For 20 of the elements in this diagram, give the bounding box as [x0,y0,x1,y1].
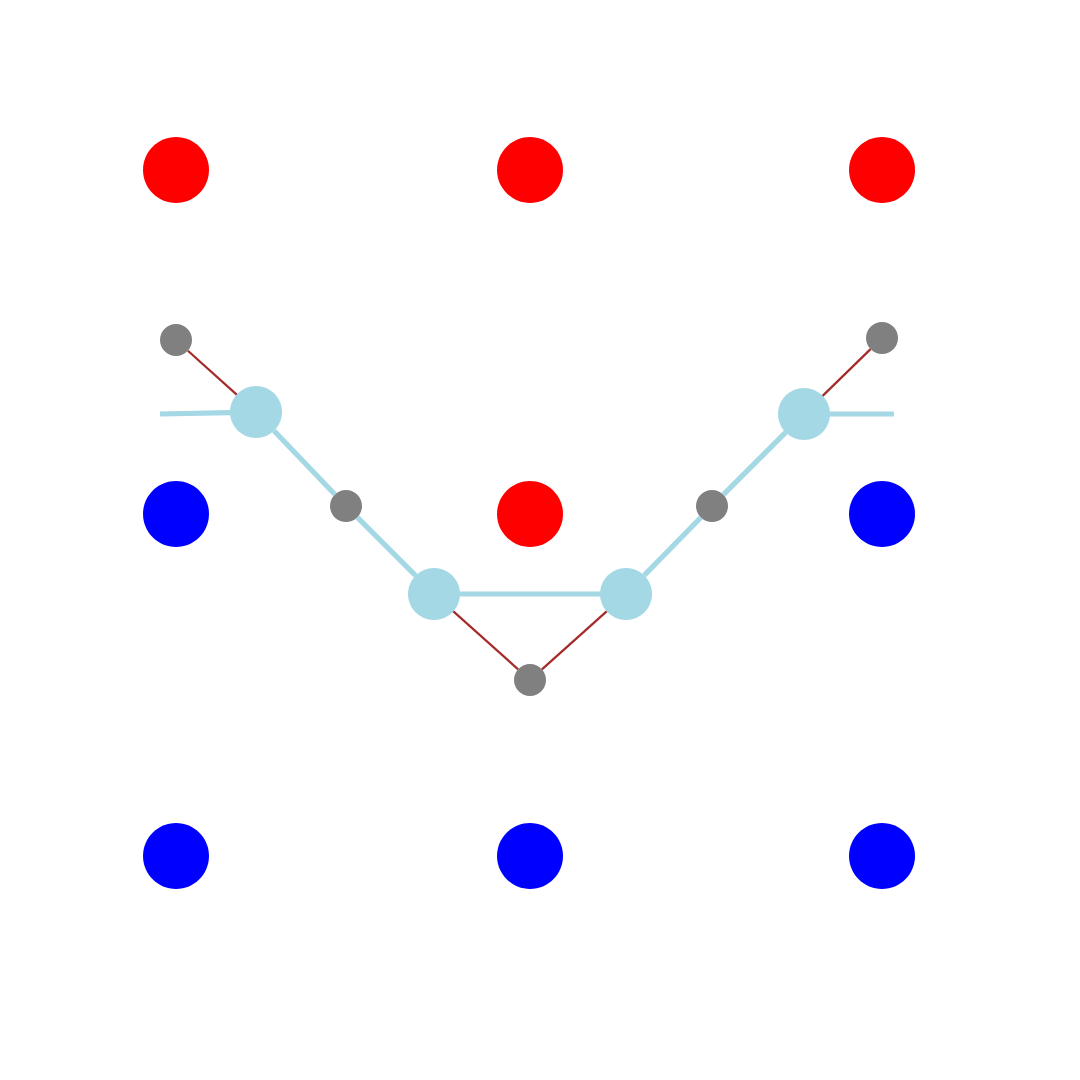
connector-line [452,610,519,671]
small-dot [514,664,546,696]
connector-line [460,591,600,597]
small-dot [160,324,192,356]
connector-line [272,429,337,497]
connector-line [830,411,894,417]
connector-line [541,610,608,671]
connector-line [642,515,703,578]
round-marker [230,386,282,438]
small-dot [330,490,362,522]
round-marker [778,388,830,440]
small-dot [866,322,898,354]
connector-line [187,349,238,396]
small-dot [696,490,728,522]
round-marker [600,568,652,620]
connector-line [159,409,231,417]
connector-line [355,515,418,578]
connector-line [821,348,872,397]
round-marker [408,568,460,620]
connector-line [721,430,788,497]
